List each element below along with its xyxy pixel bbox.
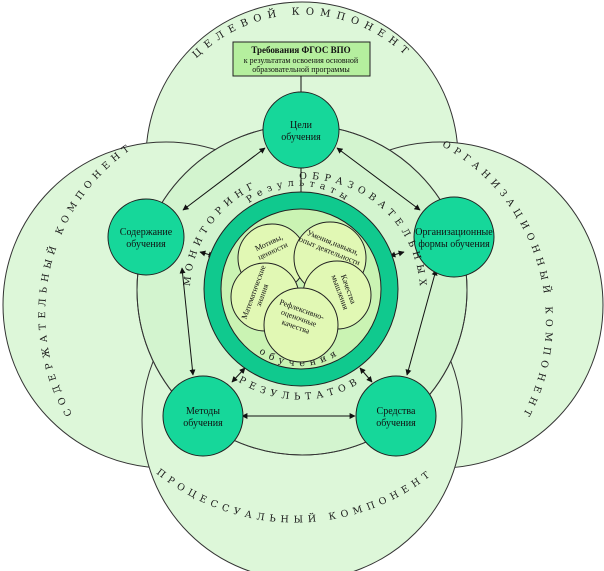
node-goals-line-2: обучения: [281, 132, 321, 143]
node-methods-line-2: обучения: [183, 418, 223, 429]
node-content-line-2: обучения: [126, 239, 166, 250]
node-means: Средства обучения: [355, 375, 437, 457]
requirements-line-1: Требования ФГОС ВПО: [251, 45, 350, 55]
node-forms: Организационные формы обучения: [413, 196, 495, 278]
node-methods-line-1: Методы: [186, 406, 220, 417]
petals: [230, 221, 372, 363]
node-means-line-1: Средства: [377, 406, 416, 417]
requirements-line-2: к результатам освоения основной: [244, 56, 359, 65]
node-goals-line-1: Цели: [290, 120, 313, 131]
node-means-line-2: обучения: [376, 418, 416, 429]
node-forms-line-1: Организационные: [415, 227, 493, 238]
node-goals: Цели обучения: [262, 91, 340, 169]
node-methods: Методы обучения: [162, 375, 244, 457]
node-forms-line-2: формы обучения: [418, 239, 490, 250]
connectors: [179, 76, 438, 419]
requirements-line-3: образовательной программы: [252, 65, 350, 74]
node-content-line-1: Содержание: [120, 227, 173, 238]
requirements-box: Требования ФГОС ВПО к результатам освоен…: [232, 41, 371, 77]
petal-reflexive: [263, 287, 339, 363]
node-content: Содержание обучения: [107, 198, 185, 276]
